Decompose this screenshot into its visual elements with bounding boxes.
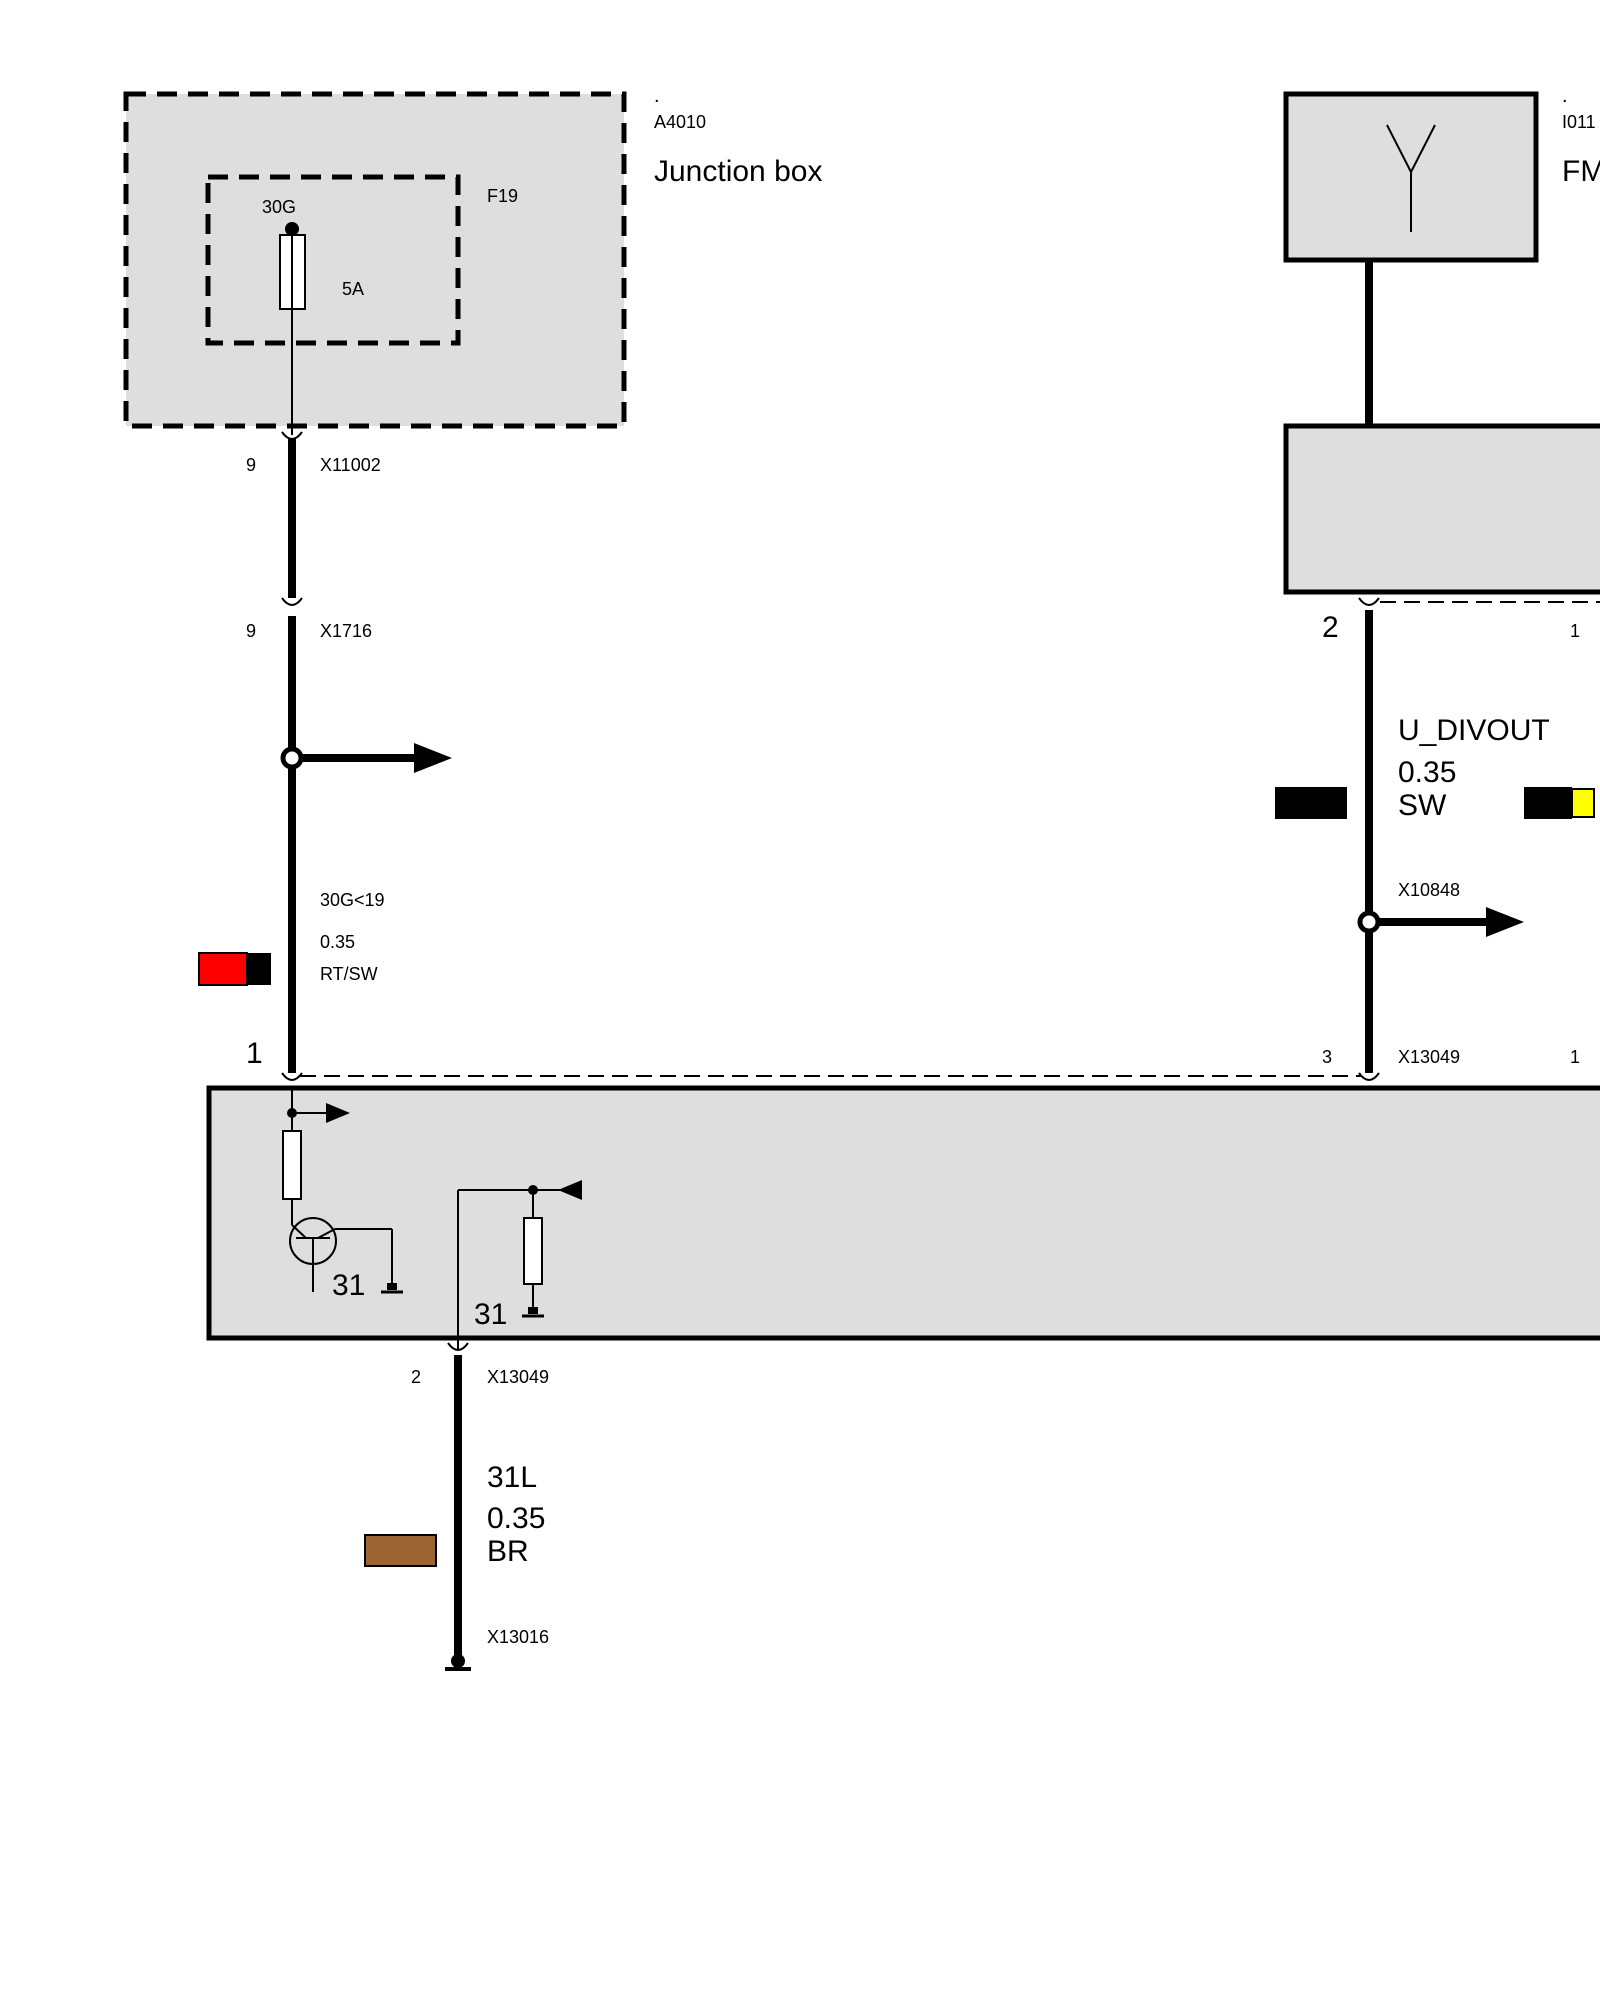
ground-signal: 31L <box>487 1461 537 1494</box>
splice-point <box>280 746 304 770</box>
transistor-circuit: 31 <box>282 1088 403 1302</box>
x1716-pin: 9 <box>246 621 256 641</box>
junction-box-dot: . <box>654 85 660 107</box>
connector-antenna-socket <box>1358 597 1380 606</box>
connector-x13049-pin2-socket <box>447 1342 469 1351</box>
x11002-pin: 9 <box>246 455 256 475</box>
connector-x13049-socket-right <box>1358 1072 1380 1081</box>
x13049-id-bottom: X13049 <box>487 1367 549 1387</box>
ground-wire: 2 X13049 31L 0.35 BR X13016 <box>364 1342 549 1671</box>
divout-signal: U_DIVOUT <box>1398 714 1550 747</box>
supply-color-swatch <box>198 952 271 986</box>
connector-x11002-socket <box>281 431 303 440</box>
antenna-id: I011 <box>1562 112 1596 132</box>
x13049-pin1-right: 1 <box>1570 1047 1580 1067</box>
antenna-pin2: 2 <box>1322 611 1339 644</box>
antenna-name: FM <box>1562 155 1600 188</box>
ground-icon <box>445 1654 471 1671</box>
junction-box-id: A4010 <box>654 112 706 132</box>
fm-antenna: . I011 FM <box>1283 85 1600 595</box>
ground-color-code: BR <box>487 1535 529 1568</box>
x13049-pin1: 1 <box>246 1037 263 1070</box>
junction-box-outline <box>123 91 627 429</box>
resistor-icon <box>282 1130 302 1200</box>
x13049-id-right: X13049 <box>1398 1047 1460 1067</box>
fuse-rating: 5A <box>342 279 364 299</box>
antenna-icon <box>1386 124 1436 232</box>
x13049-pin2: 2 <box>411 1367 421 1387</box>
fuse-id: F19 <box>487 186 518 206</box>
transistor-icon <box>289 1217 392 1292</box>
divout-size: 0.35 <box>1398 756 1456 789</box>
fuse-icon <box>279 222 306 435</box>
antenna-dot: . <box>1562 85 1568 107</box>
arrow-icon <box>414 743 452 773</box>
divout-color-code: SW <box>1398 789 1447 822</box>
x11002-id: X11002 <box>320 455 381 475</box>
transistor-ground-label: 31 <box>332 1269 365 1302</box>
x13016-id: X13016 <box>487 1627 549 1647</box>
resistor-circuit: 31 <box>457 1180 582 1349</box>
ground-icon <box>381 1283 403 1294</box>
supply-wire: 9 X11002 9 X1716 30G<19 0.35 RT/SW 1 <box>198 431 452 1073</box>
divout-wire: 2 1 U_DIVOUT 0.35 SW X10848 3 X13049 1 <box>1275 597 1600 1073</box>
ground-icon <box>522 1307 544 1318</box>
connector-x1716-socket <box>281 597 303 606</box>
x1716-id: X1716 <box>320 621 372 641</box>
fuse-terminal-label: 30G <box>262 197 296 217</box>
x10848-id: X10848 <box>1398 880 1460 900</box>
supply-color-code: RT/SW <box>320 964 378 984</box>
ground-color-swatch <box>364 1534 437 1567</box>
resistor-icon <box>523 1217 543 1285</box>
arrow-icon <box>1486 907 1524 937</box>
arrow-icon <box>558 1180 582 1200</box>
resistor-ground-label: 31 <box>474 1298 507 1331</box>
supply-size: 0.35 <box>320 932 355 952</box>
antenna-pin1: 1 <box>1570 621 1580 641</box>
ground-size: 0.35 <box>487 1502 545 1535</box>
x13049-pin3: 3 <box>1322 1047 1332 1067</box>
fuse-housing <box>205 174 461 346</box>
junction-box: . A4010 Junction box F19 30G 5A <box>123 85 822 435</box>
supply-signal: 30G<19 <box>320 890 385 910</box>
arrow-icon <box>326 1103 350 1123</box>
connector-x13049-socket-left <box>281 1072 303 1081</box>
splice-point-right <box>1357 910 1381 934</box>
junction-box-name: Junction box <box>654 155 822 188</box>
antenna-amplifier-box <box>1283 423 1600 595</box>
divout-color-swatch-right <box>1524 787 1595 819</box>
control-unit: 31 31 <box>206 1085 1600 1349</box>
control-unit-box <box>206 1085 1600 1341</box>
divout-color-swatch <box>1275 787 1347 819</box>
